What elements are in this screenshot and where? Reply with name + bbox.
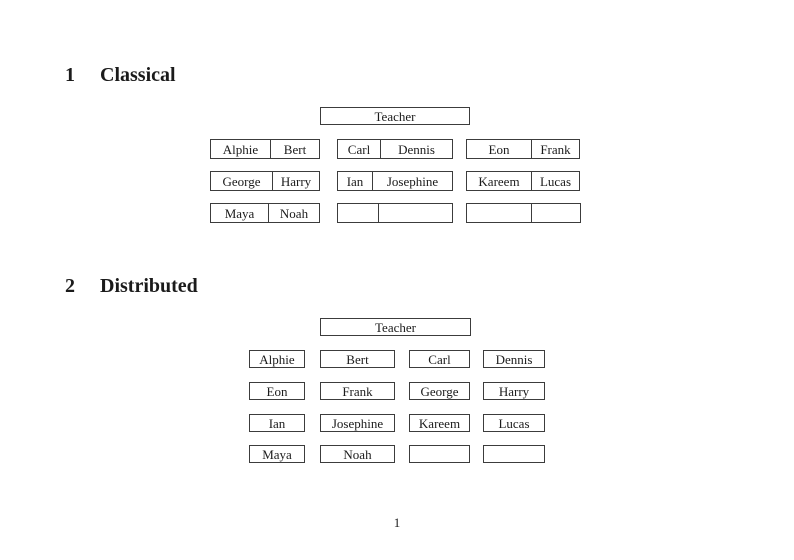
desk-single: Dennis [483,350,545,368]
desk-single: Maya [249,445,305,463]
desk-single-empty [483,445,545,463]
section-heading-distributed: 2 Distributed [65,275,198,298]
desk-pair-empty [466,203,581,223]
seat-empty [378,204,452,222]
seat-name: Ian [346,173,364,189]
desk-single: Carl [409,350,470,368]
desk-pair: Kareem Lucas [466,171,580,191]
desk-single: George [409,382,470,400]
desk-pair: George Harry [210,171,320,191]
desk-single: Harry [483,382,545,400]
desk-single: Ian [249,414,305,432]
seat-name: Frank [531,140,579,158]
desk-single: Frank [320,382,395,400]
seat-name: Bert [270,140,319,158]
desk-single: Josephine [320,414,395,432]
desk-single: Alphie [249,350,305,368]
desk-single: Bert [320,350,395,368]
section-title: Distributed [100,275,198,297]
desk-single: Lucas [483,414,545,432]
section-number: 2 [65,275,75,297]
seat-name: Kareem [478,173,520,189]
desk-pair: Alphie Bert [210,139,320,159]
seat-empty [467,204,531,222]
page-number: 1 [393,515,401,530]
desk-pair: Maya Noah [210,203,320,223]
section-number: 1 [65,64,75,86]
desk-single-empty [409,445,470,463]
seat-name: Maya [224,205,255,221]
desk-pair-empty [337,203,453,223]
desk-pair: Ian Josephine [337,171,453,191]
desk-pair: Carl Dennis [337,139,453,159]
seat-name: Noah [268,204,319,222]
teacher-box-classical: Teacher [320,107,470,125]
teacher-box-distributed: Teacher [320,318,471,336]
seat-name: Carl [347,141,371,157]
desk-single: Noah [320,445,395,463]
seat-name: Josephine [372,172,452,190]
seat-empty [531,204,580,222]
desk-single: Kareem [409,414,470,432]
seat-name: George [222,173,261,189]
seat-name: Eon [488,141,510,157]
seat-name: Harry [272,172,319,190]
seat-empty [338,204,378,222]
desk-pair: Eon Frank [466,139,580,159]
section-title: Classical [100,64,176,86]
seat-name: Lucas [531,172,579,190]
section-heading-classical: 1 Classical [65,64,176,87]
seat-name: Dennis [380,140,452,158]
seat-name: Alphie [222,141,259,157]
desk-single: Eon [249,382,305,400]
